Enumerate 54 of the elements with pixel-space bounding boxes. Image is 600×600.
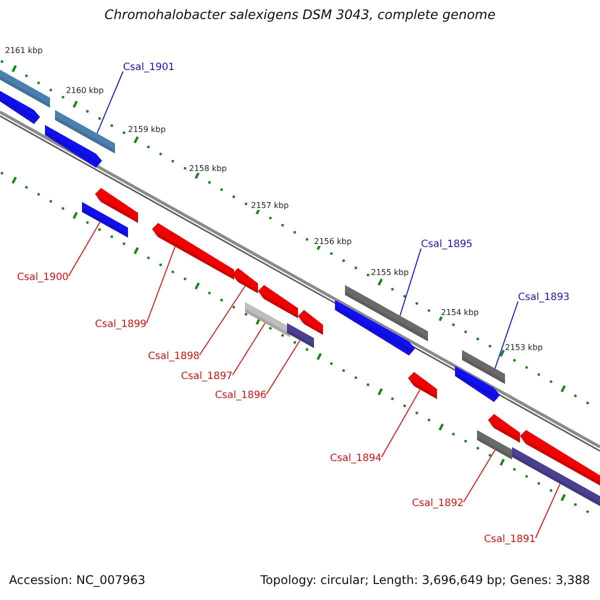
gene-feature-bar [45,125,102,168]
gene-label: Csal_1895 [421,239,473,250]
gene-feature-bar [345,285,428,342]
gene-feature-bar [152,223,234,280]
scale-label: 2155 kbp [371,268,409,278]
gene-feature-bar [245,302,290,338]
gene-label: Csal_1898 [148,351,200,362]
gene-feature-bar [488,414,520,443]
gene-feature-bar [0,88,40,124]
scale-label: 2153 kbp [505,343,543,352]
leader-line [463,450,496,502]
leader-line [400,248,422,316]
scale-label: 2161 kbp [5,46,43,56]
scale-label: 2154 kbp [441,308,479,318]
leader-line [381,389,420,458]
gene-label: Csal_1894 [330,453,382,464]
leader-line [199,286,246,356]
gene-feature-bar [512,447,600,506]
title: Chromohalobacter salexigens DSM 3043, complete genome [104,9,496,24]
gene-label: Csal_1899 [95,319,147,330]
gene-label: Csal_1896 [215,390,267,402]
gene-feature-bar [477,430,512,460]
scale-label: 2156 kbp [314,237,352,246]
gene-label: Csal_1893 [518,292,570,304]
gene-feature-bar [298,310,323,335]
gene-feature-bar [95,188,138,223]
genome-summary: Topology: circular; Length: 3,696,649 bp; Genes: 3,388 [260,574,590,588]
gene-label: Csal_1900 [17,272,69,284]
scale-label: 2160 kbp [66,86,104,96]
gene-feature-bar [232,268,258,294]
scale-label: 2157 kbp [251,201,289,210]
gene-label: Csal_1892 [412,498,464,510]
gene-feature-bar [258,285,298,318]
gene-feature-bar [520,430,600,486]
leader-line [535,483,560,538]
gene-feature-bar [408,372,437,400]
scale-label: 2158 kbp [189,164,227,174]
gene-feature-bar [82,202,128,238]
gene-feature-bar [0,67,50,108]
gene-feature-bar [55,110,115,154]
leader-line [146,246,176,324]
gene-feature-bar [455,366,500,402]
leader-line [266,340,300,394]
accession-label: Accession: NC_007963 [9,574,146,588]
gene-feature-bar [462,350,505,384]
gene-label: Csal_1897 [181,371,233,382]
leader-line [68,222,100,276]
gene-label: Csal_1891 [484,534,536,546]
gene-feature-bar [335,300,415,356]
leader-line [494,301,518,369]
leader-line [232,322,266,376]
scale-label: 2159 kbp [128,125,166,134]
gene-feature-bar [287,323,314,348]
gene-label: Csal_1901 [123,62,175,74]
